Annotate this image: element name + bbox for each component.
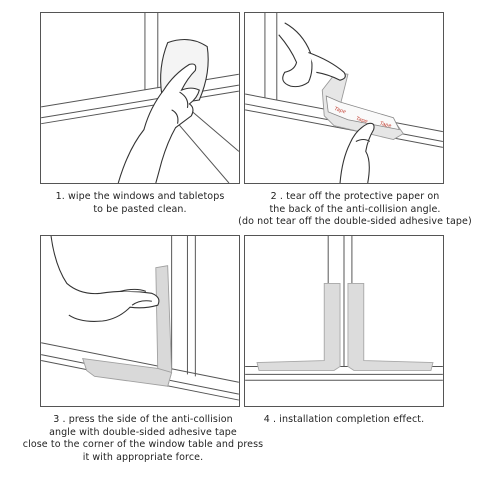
step-1-caption: 1. wipe the windows and tabletops to be … [36,191,244,216]
guard-left [256,282,341,371]
hand-top [278,22,346,88]
hand-pressing [50,236,160,322]
step-3-illustration [40,235,240,407]
step-3-line-3: close to the corner of the window table … [22,439,264,450]
step-1-illustration [40,12,240,184]
step-2-caption: 2 . tear off the protective paper on the… [232,191,478,229]
wipe-illustration [41,13,239,183]
tape-label-1: Tape [333,106,346,115]
step-2-line-3: (do not tear off the double-sided adhesi… [238,216,472,227]
tape-label-2: Tape [355,116,368,125]
hand-wiping [117,63,200,183]
step-1-line-1: 1. wipe the windows and tabletops [55,191,225,202]
step-3-line-2: angle with double-sided adhesive tape [49,426,237,438]
step-4-caption: 4 . installation completion effect. [244,414,444,427]
completion-illustration [245,236,443,381]
tear-illustration: Tape Tape Tape [245,13,443,183]
guard-right [347,282,434,371]
press-illustration [41,236,239,401]
step-2-illustration: Tape Tape Tape [244,12,444,184]
step-3-line-4: it with appropriate force. [82,451,204,463]
step-2-line-1: 2 . tear off the protective paper on [270,191,440,202]
step-4-line-1: 4 . installation completion effect. [263,414,425,425]
hand-bottom [339,122,375,183]
step-3-caption: 3 . press the side of the anti-collision… [18,414,268,464]
protective-paper [325,95,401,131]
step-4-illustration [244,235,444,407]
step-1-line-2: to be pasted clean. [93,203,187,215]
step-3-line-1: 3 . press the side of the anti-collision [53,414,233,425]
tape-label-3: Tape [379,121,392,130]
step-2-line-2: the back of the anti-collision angle. [269,203,441,215]
anti-collision-guard [82,265,173,387]
